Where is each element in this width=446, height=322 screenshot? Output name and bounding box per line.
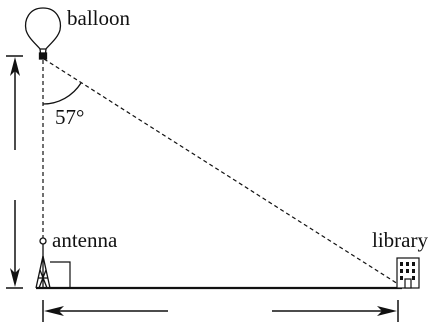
height-dimension-arrow — [6, 55, 23, 289]
antenna-top — [39, 237, 47, 245]
distance-dimension-arrow — [42, 300, 399, 322]
antenna-icon — [35, 244, 51, 289]
antenna-label: antenna — [52, 228, 118, 252]
angle-label: 57° — [55, 105, 84, 129]
balloon-label: balloon — [67, 6, 130, 30]
building-icon — [396, 257, 420, 289]
right-angle-marker — [50, 261, 71, 288]
balloon-icon — [24, 7, 62, 60]
library-label: library — [372, 228, 428, 252]
angle-arc — [42, 82, 82, 105]
